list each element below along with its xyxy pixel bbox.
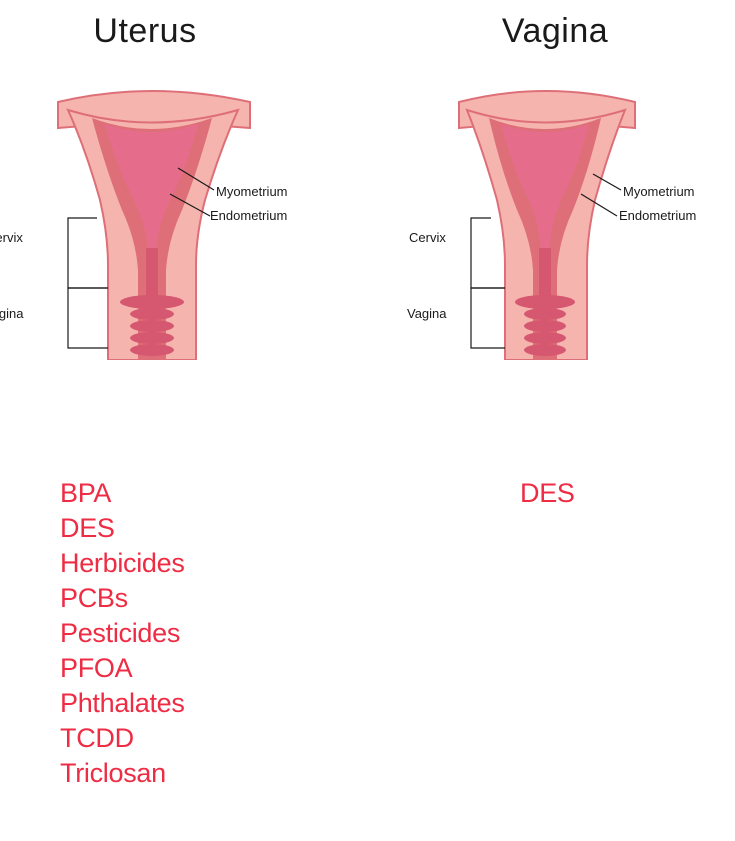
myometrium-label: Myometrium xyxy=(216,184,288,199)
vagina-bracket xyxy=(68,288,108,348)
uterus-illustration: Myometrium Endometrium Cervix Vagina xyxy=(0,80,340,360)
chemical-item: BPA xyxy=(60,476,185,511)
vagina-panel: Vagina Myometrium Endometrium Cervix Vag… xyxy=(395,0,735,841)
chemical-item: TCDD xyxy=(60,721,185,756)
chemical-item: DES xyxy=(60,511,185,546)
uterus-anatomy-drawing xyxy=(0,80,340,360)
chemical-item: DES xyxy=(520,476,575,511)
panel-title: Vagina xyxy=(385,12,725,51)
vagina-label: Vagina xyxy=(0,306,24,321)
uterus-panel: Uterus xyxy=(0,0,340,841)
endometrium-label: Endometrium xyxy=(210,208,287,223)
vagina-label: Vagina xyxy=(407,306,447,321)
chemical-item: Triclosan xyxy=(60,756,185,791)
chemical-item: PFOA xyxy=(60,651,185,686)
myometrium-label: Myometrium xyxy=(623,184,695,199)
cervical-canal xyxy=(539,248,551,298)
cervix-label: Cervix xyxy=(409,230,446,245)
chemical-item: Phthalates xyxy=(60,686,185,721)
cervix-bracket xyxy=(68,218,108,288)
chemical-item: Herbicides xyxy=(60,546,185,581)
cervix-bracket xyxy=(471,218,505,288)
cervix-label: Cervix xyxy=(0,230,23,245)
chemical-list: DES xyxy=(520,476,575,511)
chemical-list: BPA DES Herbicides PCBs Pesticides PFOA … xyxy=(60,476,185,791)
vagina-illustration: Myometrium Endometrium Cervix Vagina xyxy=(395,80,735,360)
chemical-item: PCBs xyxy=(60,581,185,616)
cervical-canal xyxy=(146,248,158,298)
panel-title: Uterus xyxy=(0,12,315,51)
endometrium-label: Endometrium xyxy=(619,208,696,223)
chemical-item: Pesticides xyxy=(60,616,185,651)
vagina-bracket xyxy=(471,288,505,348)
